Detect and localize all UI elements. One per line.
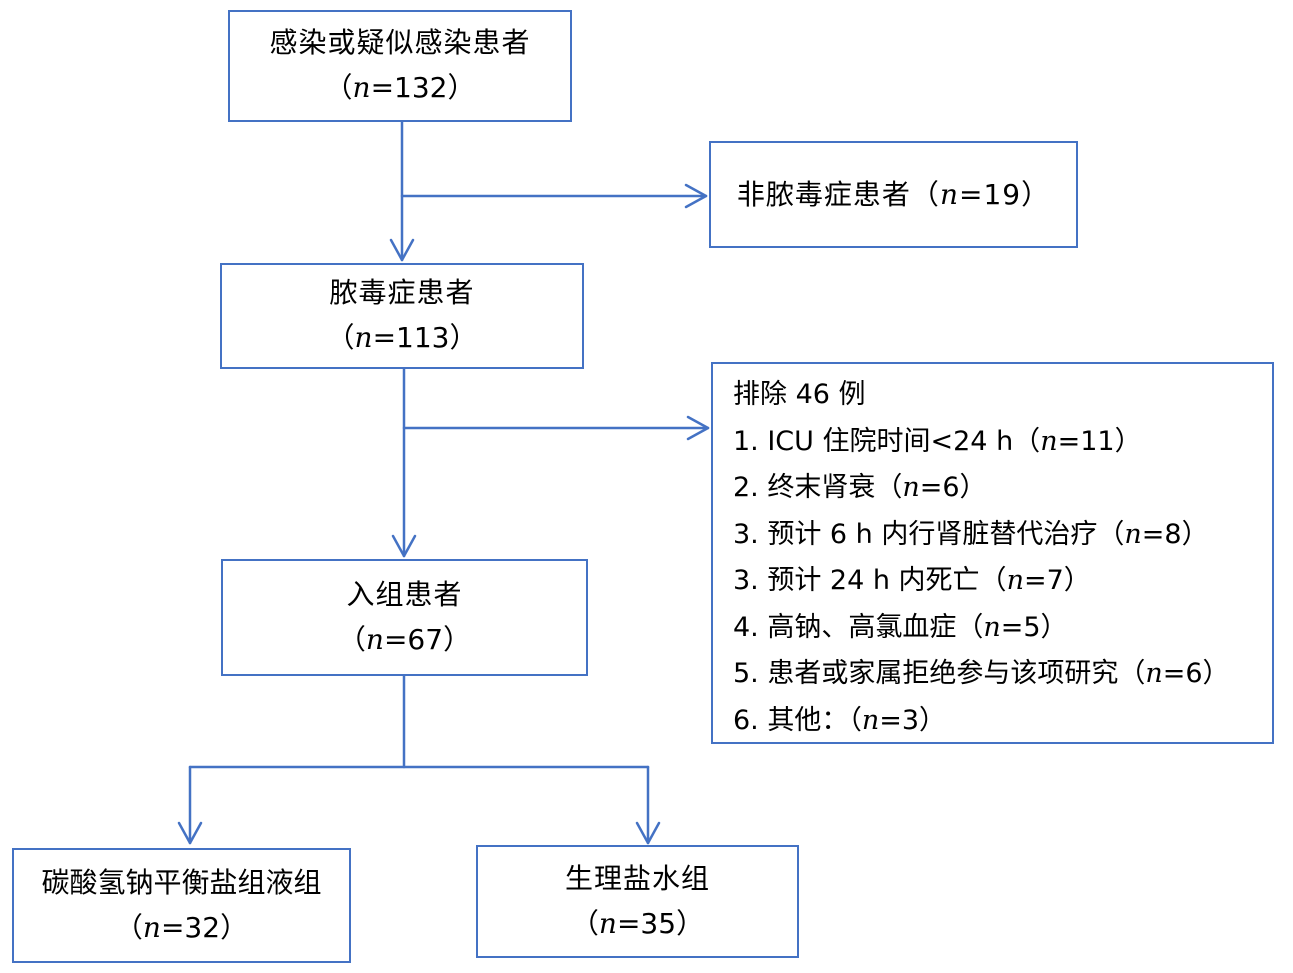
exclusion-title: 排除 46 例 [733, 379, 866, 410]
exclusion-list: 1. ICU 住院时间<24 h（n=11） 2. 终末肾衰（n=6） 3. 预计 … [733, 419, 1272, 745]
exclusion-item: 5. 患者或家属拒绝参与该项研究（n=6） [733, 658, 1230, 689]
exclusion-item: 2. 终末肾衰（n=6） [733, 472, 987, 503]
box-non-sepsis: 非脓毒症患者（n=19） [709, 141, 1078, 248]
sepsis-count: （n=113） [326, 321, 478, 354]
box-exclusion-criteria: 排除 46 例 1. ICU 住院时间<24 h（n=11） 2. 终末肾衰（n=… [711, 362, 1274, 744]
enrolled-count: （n=67） [337, 622, 472, 656]
exclusion-item: 4. 高钠、高氯血症（n=5） [733, 611, 1068, 643]
box-enrolled-patients: 入组患者 （n=67） [221, 559, 588, 676]
exclusion-item: 3. 预计 24 h 内死亡（n=7） [733, 565, 1091, 596]
box-saline-group: 生理盐水组 （n=35） [476, 845, 799, 958]
sepsis-title: 脓毒症患者 [329, 276, 475, 309]
saline-count: （n=35） [570, 906, 705, 940]
box-sepsis-patients: 脓毒症患者 （n=113） [220, 263, 584, 369]
bicarbonate-count: （n=32） [114, 910, 249, 944]
exclusion-item: 3. 预计 6 h 内行肾脏替代治疗（n=8） [733, 518, 1209, 550]
box-bicarbonate-group: 碳酸氢钠平衡盐组液组 （n=32） [12, 848, 351, 963]
box-infected-patients: 感染或疑似感染患者 （n=132） [228, 10, 572, 122]
infected-count: （n=132） [324, 71, 476, 104]
infected-title: 感染或疑似感染患者 [269, 26, 531, 59]
enrolled-title: 入组患者 [346, 577, 463, 611]
saline-title: 生理盐水组 [564, 861, 710, 895]
bicarbonate-title: 碳酸氢钠平衡盐组液组 [41, 865, 322, 899]
exclusion-item: 1. ICU 住院时间<24 h（n=11） [733, 425, 1142, 457]
exclusion-item: 6. 其他：（n=3） [733, 704, 947, 736]
non-sepsis-label: 非脓毒症患者（n=19） [736, 177, 1051, 211]
